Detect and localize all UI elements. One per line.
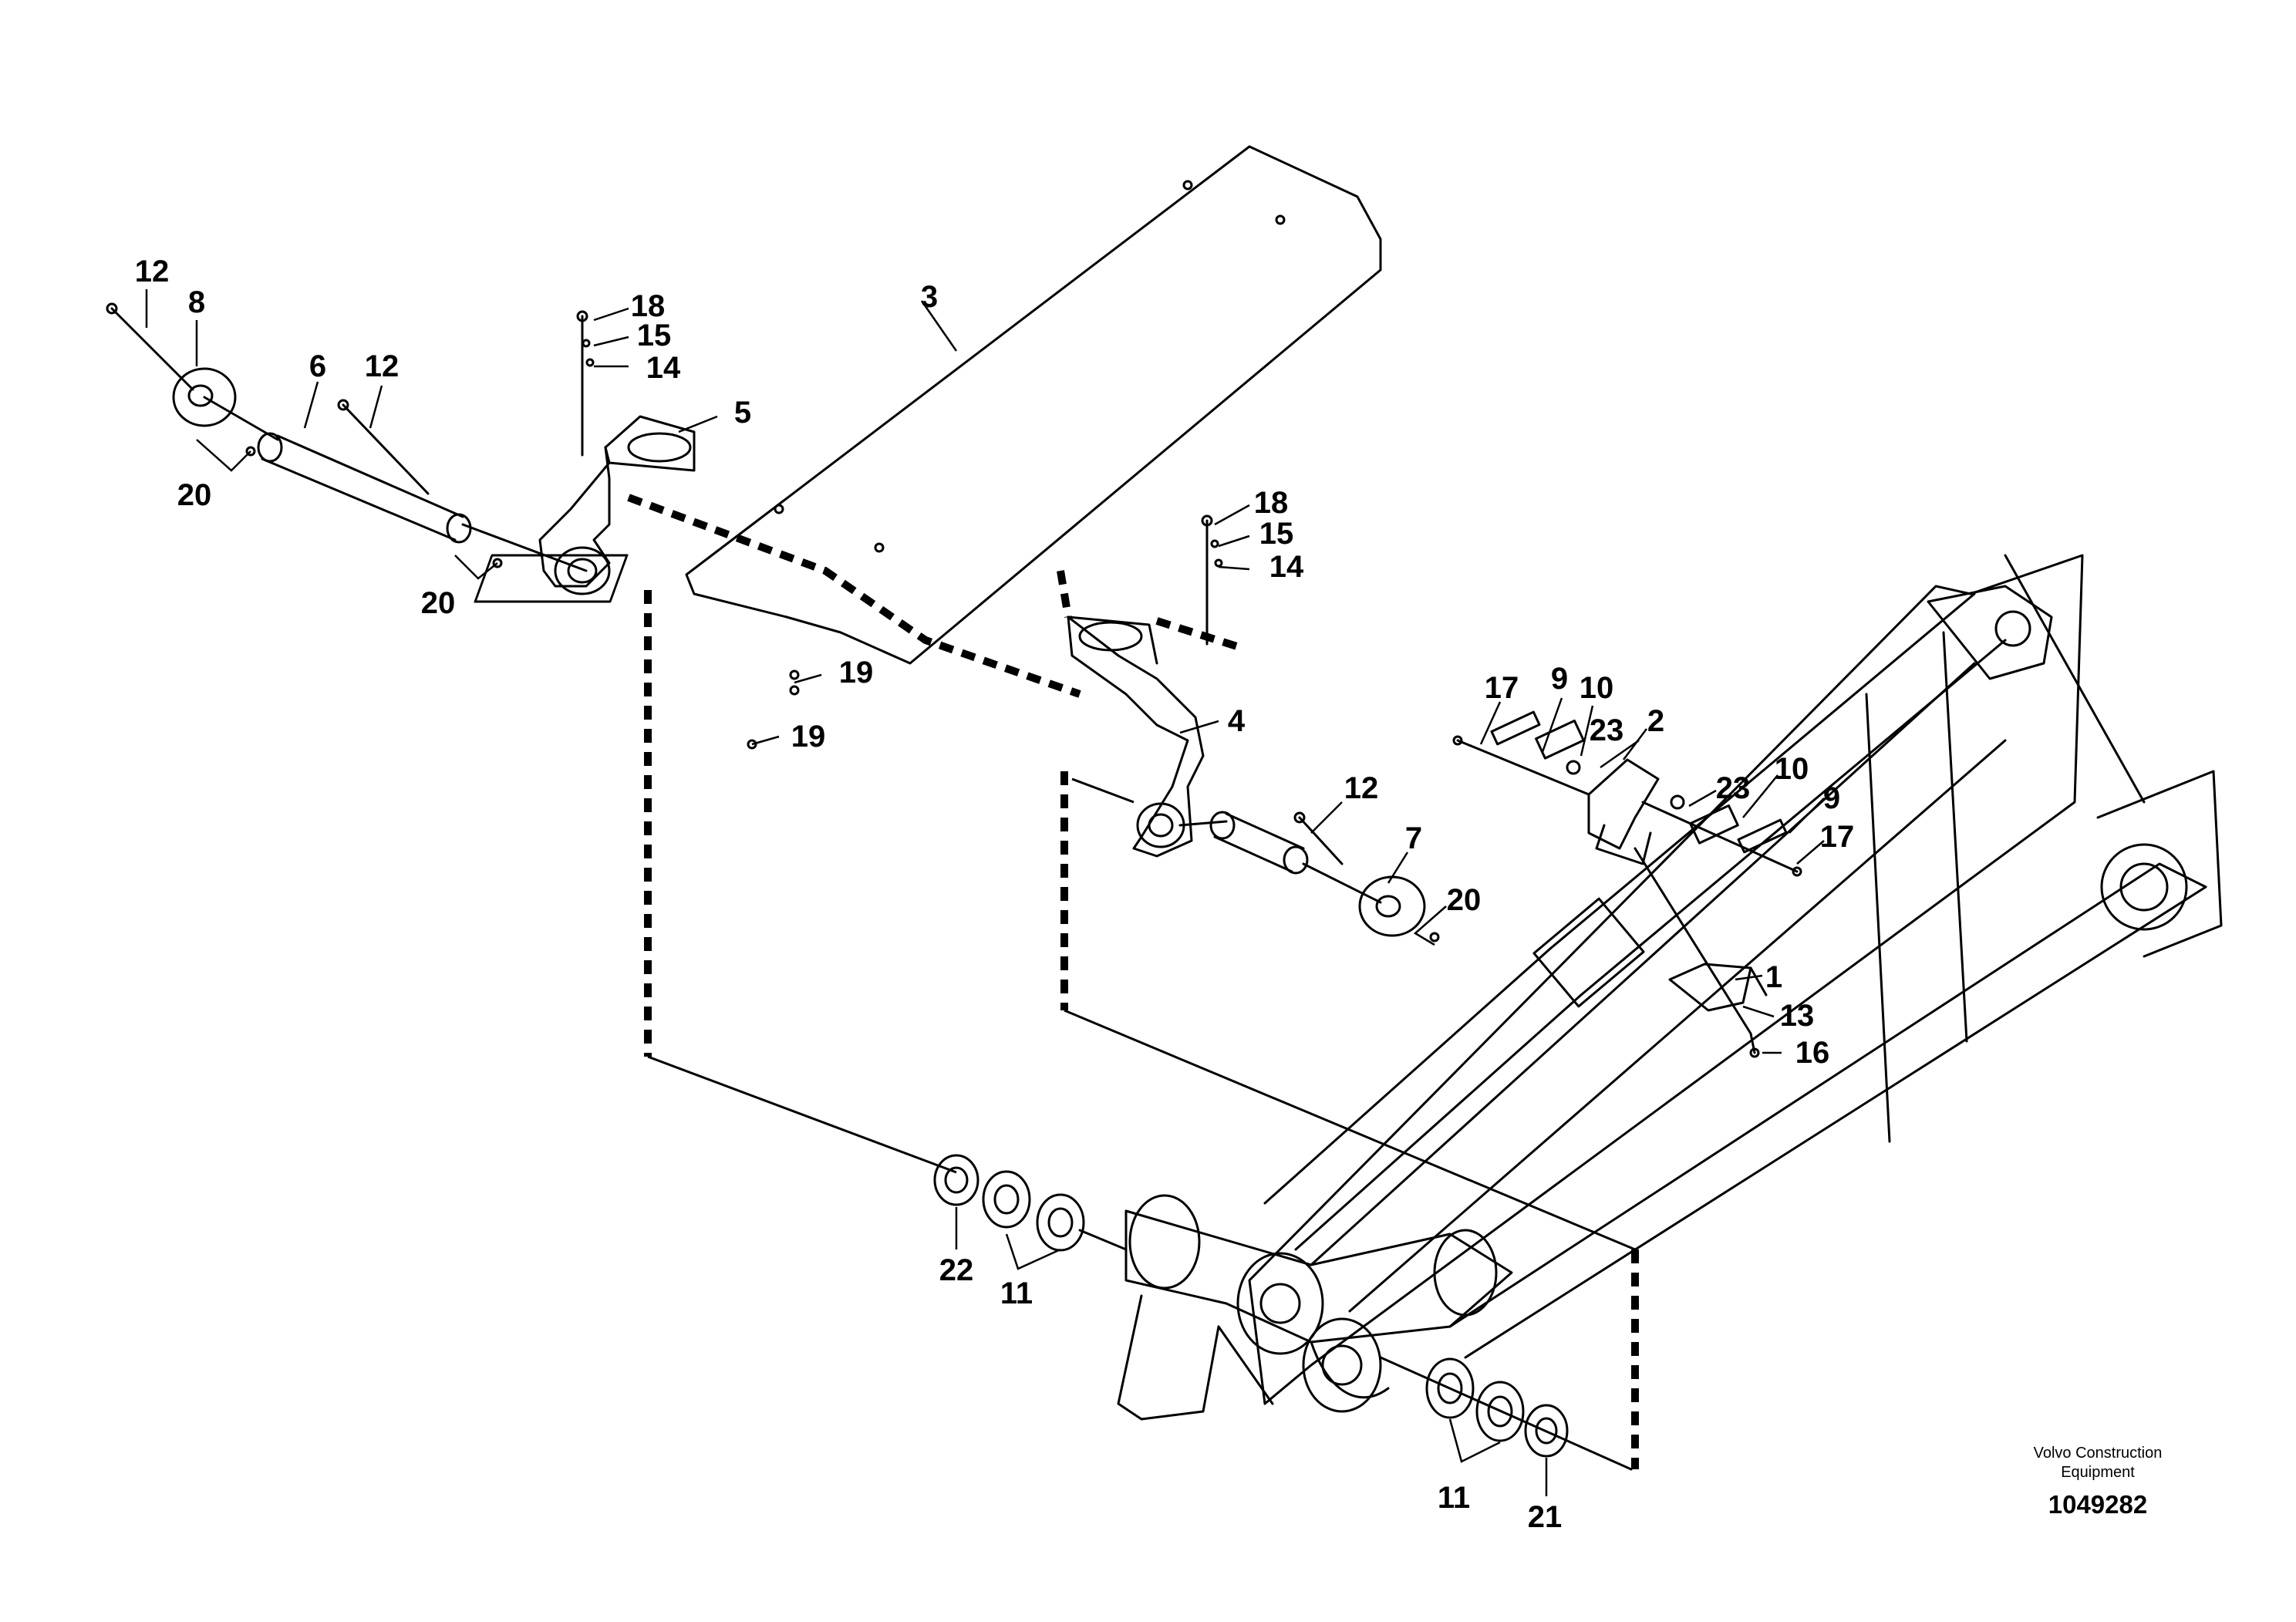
callout-3: 3 (921, 280, 938, 314)
shim-group-right (1641, 794, 1802, 877)
callout-12: 12 (135, 255, 170, 288)
callout-11: 11 (1438, 1481, 1470, 1515)
shim-group-left (1452, 710, 1590, 796)
part-2-clamp (1587, 758, 1660, 865)
callout-12: 12 (365, 349, 400, 383)
brand-line-1: Volvo Construction (2034, 1445, 2163, 1462)
callout-20: 20 (421, 586, 456, 620)
callout-11: 11 (1000, 1276, 1033, 1310)
callout-8: 8 (188, 285, 205, 319)
callout-23: 23 (1590, 713, 1624, 747)
callout-15: 15 (637, 319, 672, 352)
callout-5: 5 (734, 396, 751, 430)
callout-20: 20 (1447, 883, 1482, 917)
callout-22: 22 (939, 1253, 974, 1287)
callout-9: 9 (1823, 781, 1840, 815)
callout-2: 2 (1647, 704, 1664, 738)
callout-20: 20 (177, 478, 212, 512)
assembly-solid-lines (647, 777, 1636, 1251)
part-7-plate (1358, 875, 1426, 937)
boom-structure (1117, 554, 2223, 1421)
callout-17: 17 (1820, 820, 1855, 854)
callout-23: 23 (1716, 771, 1751, 805)
washer-set-left (933, 1154, 1128, 1252)
callout-14: 14 (1269, 550, 1304, 584)
part-3-cover-plate (474, 145, 1382, 665)
footer: Volvo Construction Equipment 1049282 (2034, 1445, 2163, 1519)
callout-4: 4 (1228, 704, 1246, 738)
leader-lines (145, 289, 1825, 1496)
callout-19: 19 (839, 656, 874, 690)
washer-set-right (1379, 1356, 1633, 1471)
callout-18: 18 (1254, 486, 1289, 520)
assembly-dashed-lines (627, 494, 1639, 1469)
callout-18: 18 (631, 289, 666, 323)
bolts (106, 302, 1760, 1058)
callout-1: 1 (1765, 960, 1782, 994)
part-8-washer (172, 367, 279, 441)
drawing-number: 1049282 (2048, 1490, 2147, 1519)
callout-21: 21 (1528, 1500, 1563, 1534)
part-6-pin (257, 432, 588, 572)
callout-10: 10 (1775, 752, 1809, 786)
callout-10: 10 (1580, 671, 1614, 705)
callout-15: 15 (1259, 517, 1294, 551)
callout-7: 7 (1405, 821, 1422, 855)
part-5-bracket (538, 415, 696, 595)
callout-16: 16 (1795, 1036, 1830, 1070)
callout-13: 13 (1780, 999, 1815, 1033)
callout-6: 6 (309, 349, 326, 383)
callout-9: 9 (1551, 662, 1568, 696)
callout-12: 12 (1344, 771, 1379, 805)
small-hardware (245, 339, 1440, 943)
part-7-pin (1178, 811, 1382, 904)
brand-line-2: Equipment (2061, 1464, 2135, 1481)
callout-17: 17 (1485, 671, 1519, 705)
callout-labels: 12 8 6 12 20 20 18 15 14 5 3 18 15 14 19… (135, 255, 1855, 1534)
callout-14: 14 (646, 351, 681, 385)
part-4-bracket (1067, 615, 1205, 858)
part-1-bracket (1668, 963, 1768, 1012)
callout-19: 19 (791, 720, 826, 754)
